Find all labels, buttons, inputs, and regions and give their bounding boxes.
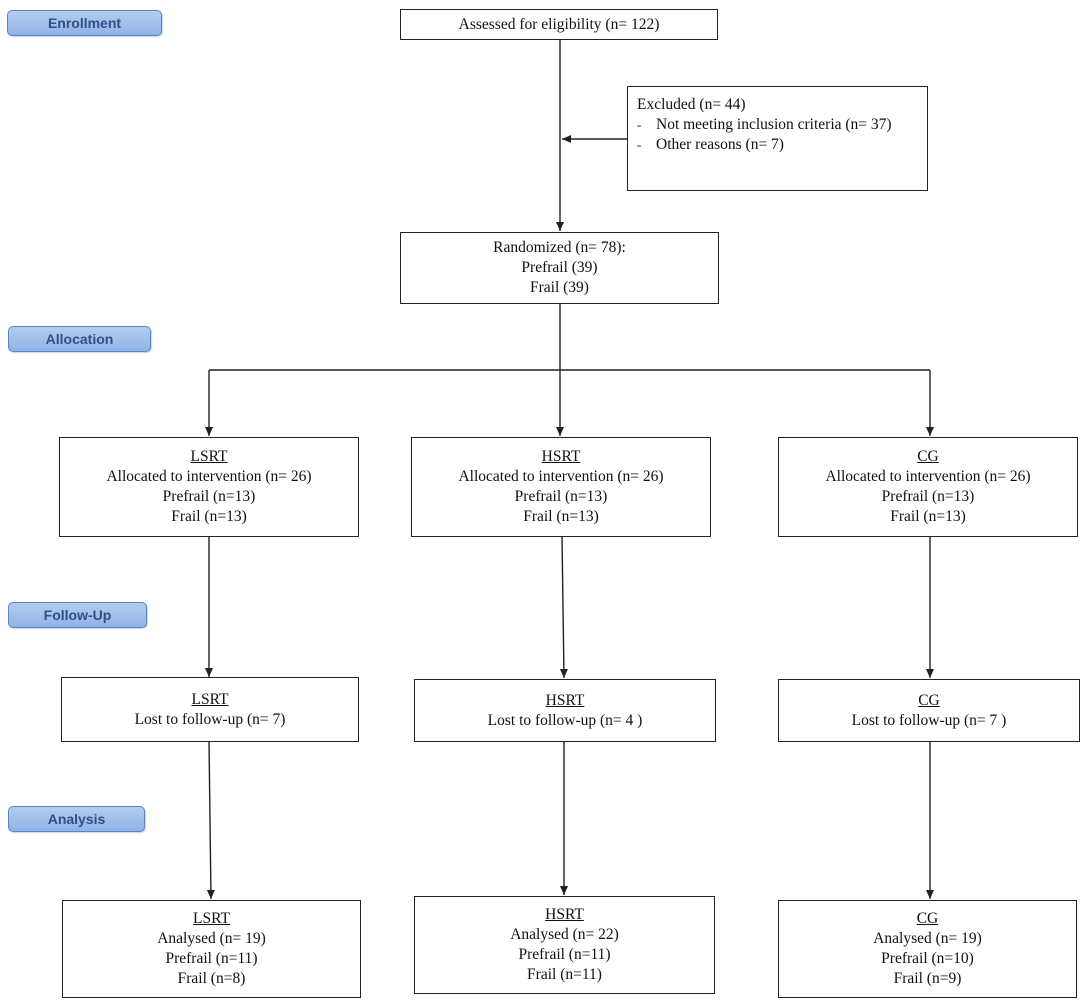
prefrail-count: Prefrail (n=11) [165,950,258,967]
frail-count: Frail (n=13) [890,508,966,525]
analysed-count: Analysed (n= 22) [510,926,619,943]
group-name: LSRT [191,690,229,708]
group-name: CG [918,691,940,709]
frail-count: Frail (n=9) [893,970,962,987]
allocation-box-hsrt: HSRT Allocated to intervention (n= 26) P… [411,437,711,537]
frail-count: Frail (n=8) [177,970,246,987]
prefrail-count: Prefrail (n=10) [881,950,974,967]
stage-analysis: Analysis [8,806,145,832]
group-name: LSRT [193,910,230,927]
prefrail-count: Prefrail (n=13) [514,488,608,505]
stage-follow-up: Follow-Up [8,602,147,628]
allocated-count: Allocated to intervention (n= 26) [458,468,664,485]
frail-count: Frail (n=13) [523,508,599,525]
analysis-box-hsrt: HSRT Analysed (n= 22) Prefrail (n=11) Fr… [414,896,715,994]
group-name: CG [917,448,939,465]
group-name: LSRT [190,448,228,465]
allocation-box-lsrt: LSRT Allocated to intervention (n= 26) P… [59,437,359,537]
excluded-title: Excluded (n= 44) [637,96,746,113]
lost-to-follow-up: Lost to follow-up (n= 4 ) [487,711,643,729]
arrow-hsrt-to-followup [559,535,568,679]
followup-box-lsrt: LSRT Lost to follow-up (n= 7) [61,677,359,742]
group-name: CG [916,910,939,927]
analysis-box-cg: CG Analysed (n= 19) Prefrail (n=10) Frai… [778,900,1077,998]
allocated-count: Allocated to intervention (n= 26) [106,468,312,485]
lost-to-follow-up: Lost to follow-up (n= 7 ) [851,711,1007,729]
arrow-lsrt-to-analysis [206,740,215,900]
group-name: HSRT [545,691,585,709]
followup-box-cg: CG Lost to follow-up (n= 7 ) [778,679,1080,742]
stage-allocation: Allocation [8,326,151,352]
group-name: HSRT [545,906,584,923]
followup-box-hsrt: HSRT Lost to follow-up (n= 4 ) [414,679,716,742]
frail-count: Frail (n=13) [171,508,247,525]
prefrail-count: Prefrail (n=13) [881,488,975,505]
frail-count: Frail (n=11) [527,966,602,983]
assessed-box: Assessed for eligibility (n= 122) [400,9,718,40]
randomized-frail: Frail (39) [530,279,589,296]
excluded-box: Excluded (n= 44) -Not meeting inclusion … [627,86,928,191]
allocation-box-cg: CG Allocated to intervention (n= 26) Pre… [778,437,1078,537]
stage-enrollment: Enrollment [7,10,162,36]
assessed-label: Assessed for eligibility (n= 122) [458,15,660,33]
allocated-count: Allocated to intervention (n= 26) [825,468,1031,485]
excluded-item: -Not meeting inclusion criteria (n= 37) [637,115,892,135]
analysis-box-lsrt: LSRT Analysed (n= 19) Prefrail (n=11) Fr… [62,900,361,998]
randomized-box: Randomized (n= 78): Prefrail (39) Frail … [400,232,719,304]
bullet-marker: - [637,137,642,152]
excluded-item-label: Not meeting inclusion criteria (n= 37) [656,116,892,133]
analysed-count: Analysed (n= 19) [157,930,266,947]
prefrail-count: Prefrail (n=11) [518,946,611,963]
randomized-title: Randomized (n= 78): [493,239,626,256]
group-name: HSRT [541,448,581,465]
analysed-count: Analysed (n= 19) [873,930,982,947]
excluded-item: -Other reasons (n= 7) [637,135,784,155]
lost-to-follow-up: Lost to follow-up (n= 7) [134,710,286,728]
excluded-item-label: Other reasons (n= 7) [656,136,784,153]
prefrail-count: Prefrail (n=13) [162,488,256,505]
bullet-marker: - [637,117,642,132]
randomized-prefrail: Prefrail (39) [521,259,598,276]
